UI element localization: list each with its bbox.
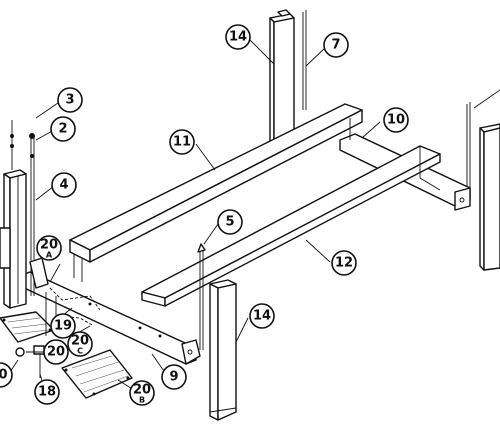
callout-label: 19: [54, 319, 72, 334]
callout-20-b: 20 B: [129, 380, 155, 406]
callout-14-bottom: 14: [249, 303, 275, 329]
post-far-right: [466, 89, 500, 271]
runway-left: [69, 103, 363, 282]
callout-7: 7: [323, 32, 349, 58]
callout-sublabel: A: [46, 251, 53, 260]
cross-beam-front: [19, 271, 201, 365]
callout-3: 3: [57, 87, 83, 113]
callout-11: 11: [169, 129, 195, 155]
callout-label: 5: [225, 215, 234, 230]
callout-label: 14: [253, 309, 271, 324]
callout-14-top: 14: [225, 24, 251, 50]
callout-label: 0: [0, 368, 8, 383]
post-front-right: [197, 243, 237, 421]
callout-2: 2: [50, 116, 76, 142]
callout-label: 20: [40, 238, 58, 253]
post-front-left: [0, 120, 49, 309]
callout-label: 4: [59, 178, 68, 193]
callout-label: 14: [229, 30, 247, 45]
callout-label: 9: [169, 370, 178, 385]
callout-label: 12: [335, 256, 353, 271]
callout-label: 18: [38, 385, 56, 400]
callout-20: 20: [43, 339, 69, 365]
callout-label: 20: [47, 345, 65, 360]
runway-right: [141, 145, 441, 307]
post-rear-right: [269, 9, 307, 153]
callout-20-c: 20 C: [67, 331, 93, 357]
callout-10: 10: [383, 107, 409, 133]
callout-0-partial: 0: [0, 362, 13, 388]
callout-18: 18: [34, 379, 60, 405]
callout-label: 7: [331, 38, 340, 53]
callout-20-a: 20 A: [36, 235, 62, 261]
callout-label: 3: [65, 93, 74, 108]
base-plate-right: [61, 349, 133, 399]
callout-label: 11: [173, 135, 191, 150]
callout-19: 19: [50, 313, 76, 339]
callout-9: 9: [161, 364, 187, 390]
callout-sublabel: C: [77, 347, 83, 356]
callout-4: 4: [51, 172, 77, 198]
callout-label: 20: [71, 334, 89, 349]
callout-5: 5: [217, 209, 243, 235]
callout-label: 2: [58, 122, 67, 137]
callout-12: 12: [331, 250, 357, 276]
callout-sublabel: B: [139, 396, 145, 405]
callout-label: 20: [133, 383, 151, 398]
assembly-guides: [49, 287, 101, 327]
callout-label: 10: [387, 113, 405, 128]
